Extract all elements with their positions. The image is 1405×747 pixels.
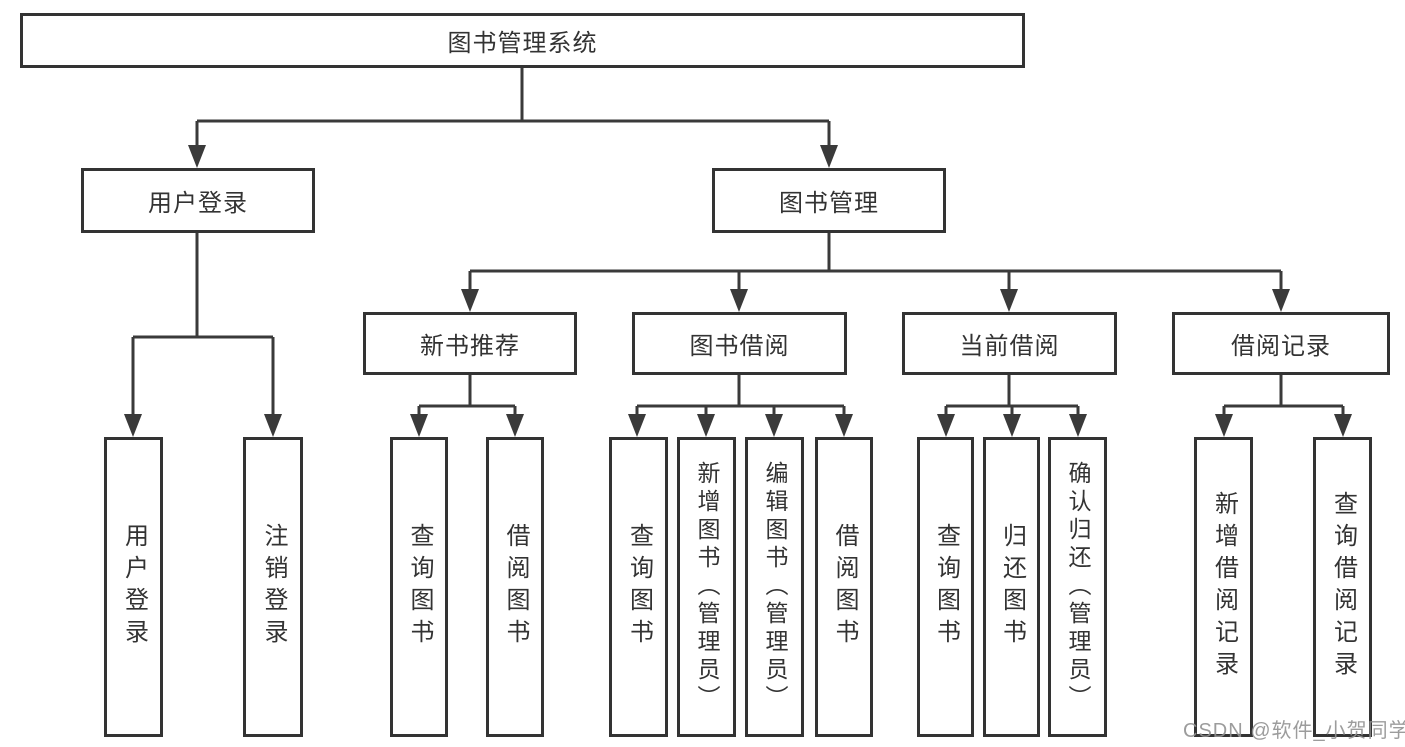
node-user-login: 用户登录 [81,168,315,233]
node-book-management-system: 图书管理系统 [20,13,1025,68]
csdn-watermark: CSDN @软件_小贺同学 [1183,720,1405,742]
node-label: 查询图书 [932,523,960,651]
node-new-book-recommend: 新书推荐 [363,312,577,375]
node-label: 借阅图书 [502,523,529,651]
leaf-borrow-books: 借阅图书 [815,437,873,737]
leaf-query-borrow-record: 查询借阅记录 [1313,437,1372,737]
leaf-add-borrow-record: 新增借阅记录 [1194,437,1253,737]
leaf-logout: 注销登录 [243,437,303,737]
node-label: 归还图书 [998,523,1026,651]
node-label: 用户登录 [120,523,148,651]
arrowhead-icons [124,145,1352,437]
leaf-query-books-current: 查询图书 [917,437,974,737]
node-label: 确认归还（管理员） [1065,461,1091,713]
leaf-return-book: 归还图书 [983,437,1040,737]
node-label: 编辑图书（管理员） [762,461,788,713]
node-label: 用户登录 [148,190,248,217]
node-current-borrow: 当前借阅 [902,312,1117,375]
node-label: 图书管理系统 [447,30,598,57]
leaf-query-books-borrow: 查询图书 [609,437,668,737]
node-label: 新增借阅记录 [1210,491,1238,683]
leaf-user-login: 用户登录 [104,437,163,737]
leaf-edit-book-admin: 编辑图书（管理员） [745,437,804,737]
node-label: 图书管理 [779,190,879,217]
node-borrow-records: 借阅记录 [1172,312,1390,375]
node-label: 借阅记录 [1231,333,1331,360]
node-label: 注销登录 [260,523,287,651]
node-label: 图书借阅 [689,333,790,360]
leaf-confirm-return-admin: 确认归还（管理员） [1048,437,1107,737]
leaf-query-books-recommend: 查询图书 [390,437,448,737]
node-label: 借阅图书 [831,523,858,651]
leaf-borrow-books-recommend: 借阅图书 [486,437,544,737]
node-label: 查询借阅记录 [1329,491,1357,683]
node-label: 查询图书 [406,523,433,651]
node-label: 新增图书（管理员） [694,461,720,713]
node-book-borrow: 图书借阅 [632,312,847,375]
node-label: 查询图书 [625,523,653,651]
node-label: 当前借阅 [959,333,1060,360]
leaf-add-book-admin: 新增图书（管理员） [677,437,736,737]
node-book-management: 图书管理 [712,168,946,233]
node-label: 新书推荐 [420,333,520,360]
